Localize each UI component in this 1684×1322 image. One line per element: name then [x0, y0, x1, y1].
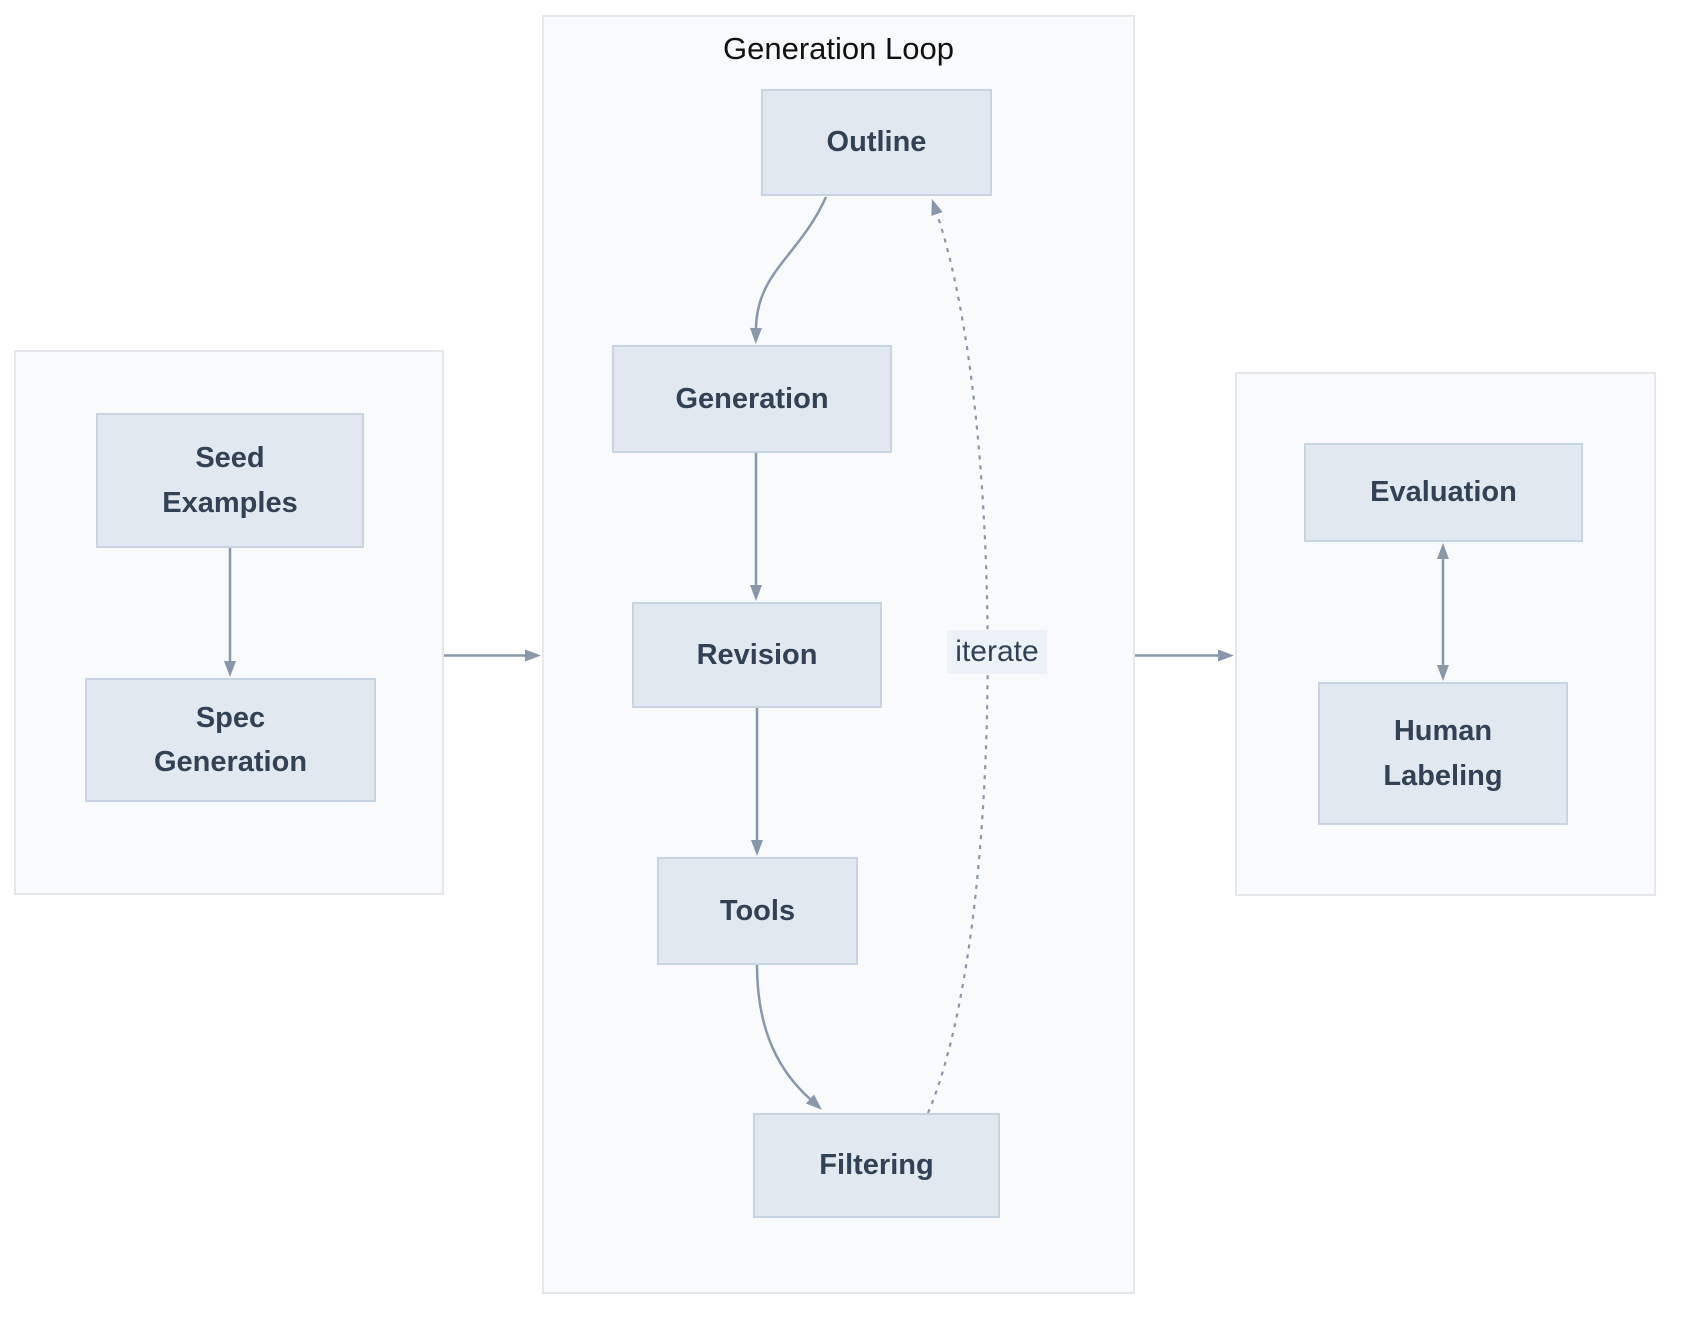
node-outline: Outline	[761, 89, 992, 196]
node-label-line: Spec	[195, 701, 266, 734]
node-generation: Generation	[612, 345, 892, 453]
node-spec-generation: Spec Generation	[85, 678, 376, 802]
edge-label-iterate: iterate	[947, 630, 1047, 674]
node-human-labeling: Human Labeling	[1318, 682, 1568, 825]
node-seed-examples: Seed Examples	[96, 413, 364, 548]
node-label-line: Generation	[153, 746, 308, 778]
node-label-line: Filtering	[819, 1149, 934, 1182]
node-label-line: Examples	[162, 486, 298, 519]
node-tools: Tools	[657, 857, 858, 965]
node-revision: Revision	[632, 602, 882, 708]
generation-loop-title: Generation Loop	[723, 31, 954, 66]
node-label-line: Generation	[675, 382, 829, 415]
node-label-line: Tools	[719, 894, 796, 927]
node-label-line: Seed	[195, 442, 265, 475]
node-label-line: Outline	[826, 126, 927, 159]
node-label-line: Labeling	[1383, 759, 1503, 792]
node-label-line: Human	[1393, 715, 1493, 748]
node-label-line: Revision	[696, 638, 818, 671]
node-filtering: Filtering	[753, 1113, 1000, 1218]
node-evaluation: Evaluation	[1304, 443, 1583, 542]
node-label-line: Evaluation	[1370, 476, 1517, 509]
